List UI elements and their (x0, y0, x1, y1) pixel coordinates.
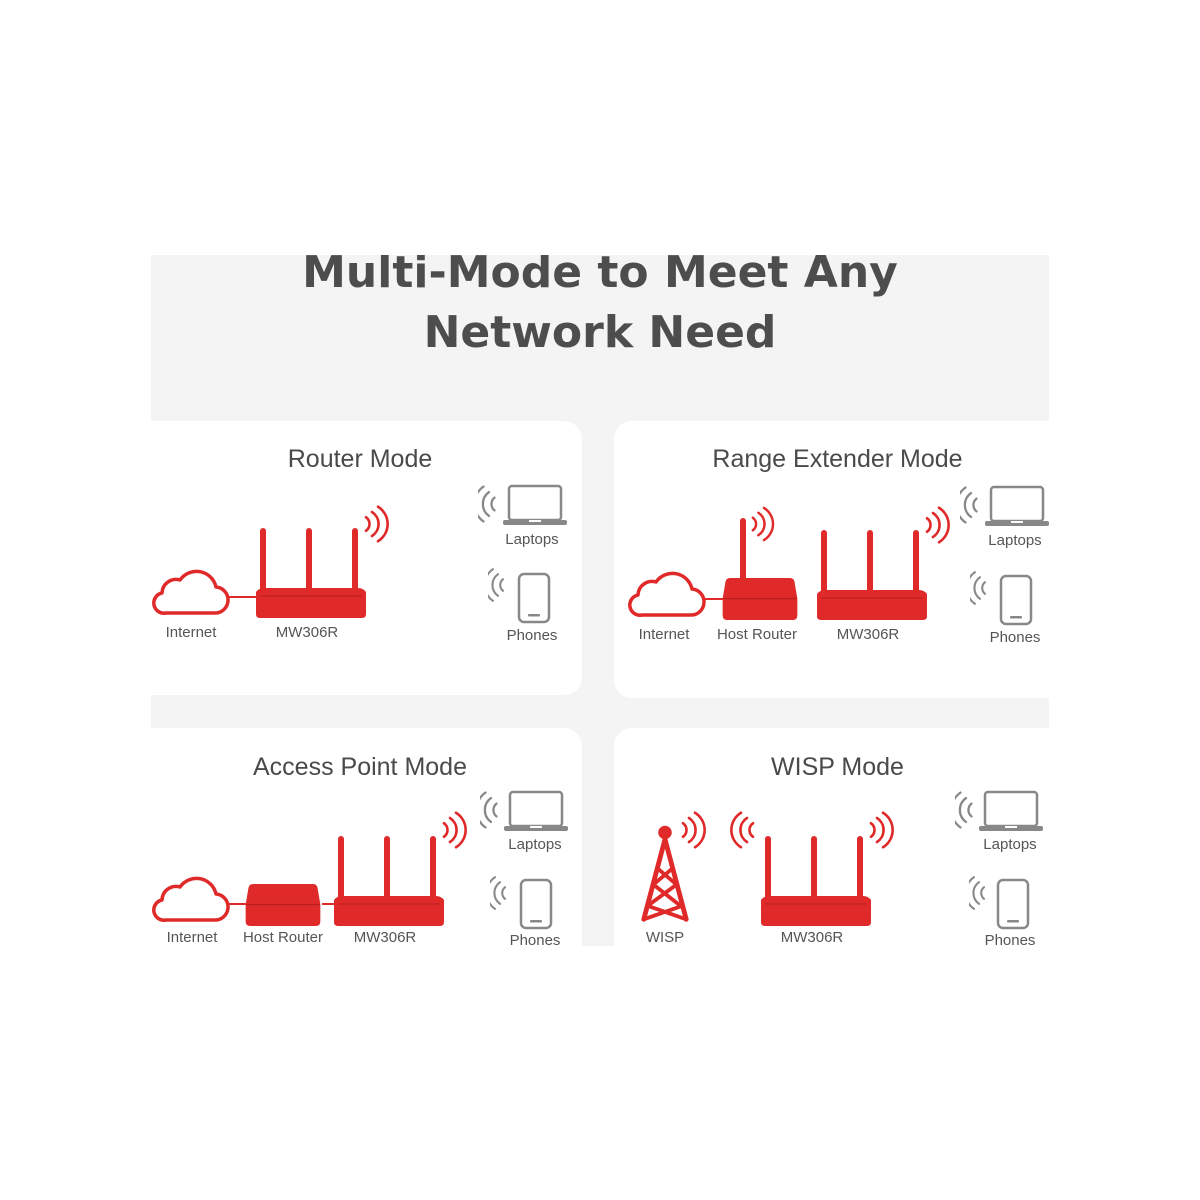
router-mode-title: Router Mode (287, 445, 433, 473)
extender-host-label: Host Router (716, 626, 798, 643)
wisp-tower-icon (644, 826, 686, 920)
router-laptops-label: Laptops (505, 531, 559, 548)
wifi-signal-icon (751, 506, 775, 542)
modes-panel: Multi-Mode to Meet Any Network Need (151, 255, 1049, 946)
wifi-signal-icon (729, 811, 755, 849)
wifi-signal-icon (490, 876, 507, 910)
wifi-signal-icon (869, 811, 895, 849)
host-router-icon (244, 884, 322, 926)
wifi-signal-icon (442, 811, 468, 849)
wifi-signal-icon (925, 506, 951, 544)
router-icon (760, 835, 872, 926)
host-router-icon (722, 578, 798, 620)
card-router-mode (151, 421, 582, 695)
router-internet-label: Internet (165, 624, 217, 641)
ap-host-label: Host Router (242, 929, 324, 946)
phone-icon (517, 572, 551, 624)
ap-internet-label: Internet (166, 929, 218, 946)
heading-line2: Network Need (423, 307, 777, 358)
card-range-extender-mode (614, 421, 1049, 698)
wifi-signal-icon (364, 505, 390, 543)
extender-phones-label: Phones (989, 629, 1041, 646)
extender-laptops-label: Laptops (988, 532, 1042, 549)
laptop-icon (504, 790, 568, 832)
wisp-mode-icons (644, 790, 1043, 930)
ap-laptops-label: Laptops (508, 836, 562, 853)
extender-internet-label: Internet (638, 626, 690, 643)
range-extender-mode-title: Range Extender Mode (712, 445, 963, 473)
router-icon (255, 527, 367, 618)
router-icon (333, 835, 445, 926)
wifi-signal-icon (480, 791, 498, 829)
wifi-signal-icon (478, 485, 496, 523)
wifi-signal-icon (970, 571, 987, 605)
diagram-icons (151, 484, 1049, 930)
laptop-icon (979, 790, 1043, 832)
ap-phones-label: Phones (509, 932, 561, 949)
wisp-phones-label: Phones (984, 932, 1036, 949)
laptop-icon (985, 485, 1049, 527)
phone-icon (519, 878, 553, 930)
cloud-icon (151, 876, 230, 923)
access-point-mode-title: Access Point Mode (253, 753, 467, 781)
phone-icon (996, 878, 1030, 930)
router-device-label: MW306R (275, 624, 339, 641)
range-extender-mode-icons (627, 485, 1049, 626)
router-mode-icons (151, 484, 567, 624)
router-phones-label: Phones (506, 627, 558, 644)
wisp-device-label: MW306R (780, 929, 844, 946)
phone-icon (999, 574, 1033, 626)
wisp-tower-label: WISP (645, 929, 685, 946)
wisp-laptops-label: Laptops (983, 836, 1037, 853)
wifi-signal-icon (960, 486, 978, 524)
laptop-icon (503, 484, 567, 526)
cloud-icon (151, 569, 230, 616)
wifi-signal-icon (969, 876, 986, 910)
ap-device-label: MW306R (353, 929, 417, 946)
access-point-mode-icons (151, 790, 568, 930)
router-icon (816, 529, 928, 620)
wifi-signal-icon (681, 811, 707, 849)
extender-device-label: MW306R (836, 626, 900, 643)
wifi-signal-icon (488, 568, 505, 602)
wisp-mode-title: WISP Mode (771, 753, 904, 781)
cloud-icon (627, 571, 706, 618)
heading-line1: Multi-Mode to Meet Any (302, 255, 898, 298)
wifi-signal-icon (955, 791, 973, 829)
